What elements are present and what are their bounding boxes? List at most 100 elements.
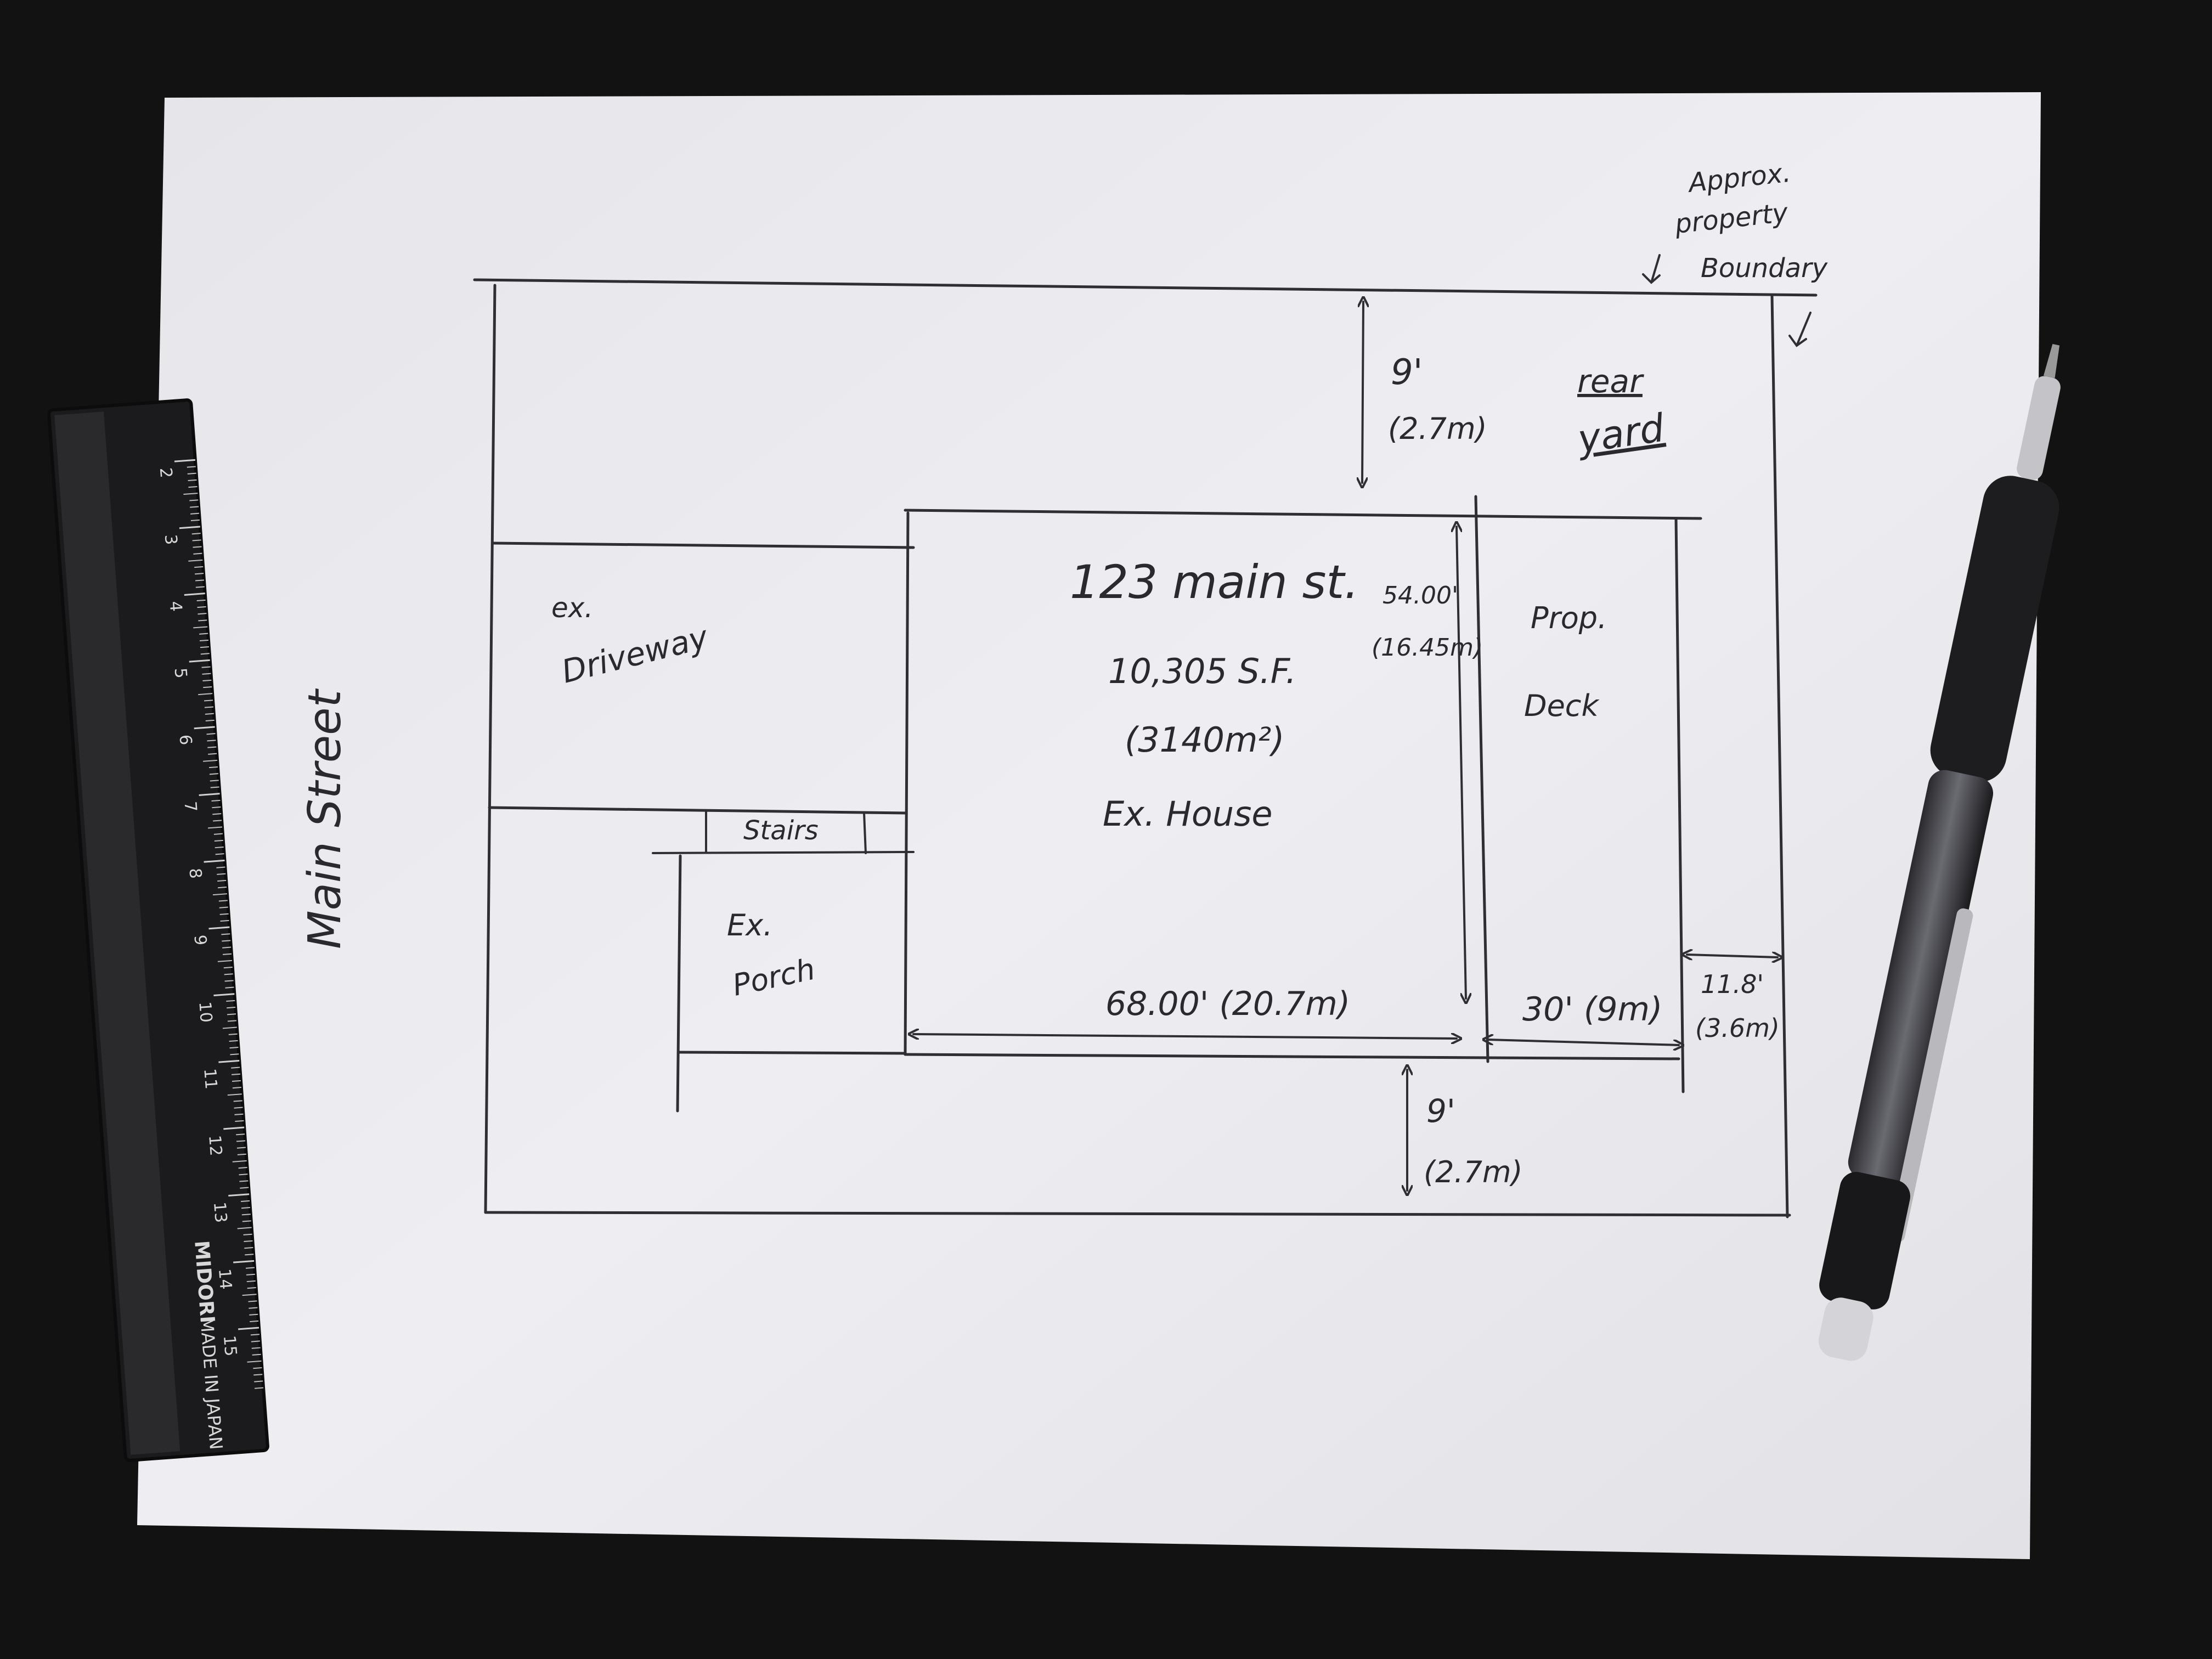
ruler-minor-tick bbox=[222, 946, 232, 949]
ruler-minor-tick bbox=[208, 826, 223, 829]
ruler-tick-label: 9 bbox=[190, 934, 210, 946]
ruler-minor-tick bbox=[216, 866, 225, 868]
ruler-minor-tick bbox=[241, 1207, 251, 1209]
ruler-minor-tick bbox=[217, 960, 232, 962]
pen-clip bbox=[1888, 908, 1973, 1243]
ruler-minor-tick bbox=[191, 533, 201, 535]
house-width-arrow bbox=[913, 1034, 1457, 1039]
ruler-major-tick bbox=[204, 859, 225, 863]
ruler-minor-tick bbox=[246, 1280, 256, 1283]
rear-setback-arrow bbox=[1362, 302, 1363, 483]
ruler-minor-tick bbox=[242, 1294, 257, 1296]
ruler-major-tick bbox=[194, 726, 215, 730]
ruler-tick-label: 2 bbox=[156, 467, 176, 479]
porch-label-1: Ex. bbox=[727, 908, 772, 943]
ruler-grip bbox=[54, 411, 180, 1455]
ruler-minor-tick bbox=[198, 613, 207, 615]
ruler-tick-label: 7 bbox=[180, 800, 200, 812]
deck-label-2: Deck bbox=[1524, 689, 1600, 723]
ruler-major-tick bbox=[174, 459, 195, 462]
ruler-minor-tick bbox=[200, 653, 210, 655]
ruler-minor-tick bbox=[222, 953, 232, 955]
ruler-minor-tick bbox=[239, 1173, 248, 1176]
ruler-minor-tick bbox=[188, 559, 203, 562]
ruler-minor-tick bbox=[232, 1087, 241, 1089]
ruler-minor-tick bbox=[204, 706, 214, 708]
ruler-minor-tick bbox=[199, 639, 209, 642]
ruler-tick-label: 5 bbox=[171, 667, 190, 679]
pen-barrel bbox=[1848, 770, 1994, 1186]
ruler-minor-tick bbox=[243, 1233, 252, 1235]
ruler-minor-tick bbox=[246, 1273, 255, 1276]
area-m2-label: (3140m²) bbox=[1125, 720, 1284, 760]
pen-tip bbox=[2043, 343, 2060, 379]
rear-setback-ft: 9' bbox=[1391, 352, 1423, 393]
porch bbox=[676, 854, 907, 1113]
ruler-minor-tick bbox=[244, 1240, 253, 1243]
ruler-tick-label: 13 bbox=[210, 1201, 230, 1223]
house-depth-arrow bbox=[1457, 527, 1466, 998]
side-setback-arrow bbox=[1687, 955, 1778, 957]
ruler-major-tick bbox=[179, 526, 200, 529]
ruler-minor-tick bbox=[238, 1167, 247, 1169]
area-sf-label: 10,305 S.F. bbox=[1108, 651, 1296, 691]
side-setback-ft: 11.8' bbox=[1701, 969, 1764, 999]
ruler-major-tick bbox=[238, 1327, 259, 1330]
ruler-minor-tick bbox=[237, 1227, 252, 1229]
ruler-tick-label: 6 bbox=[176, 734, 195, 746]
ruler-tick-label: 14 bbox=[215, 1268, 235, 1290]
ruler-minor-tick bbox=[229, 1047, 239, 1049]
ruler-minor-tick bbox=[211, 799, 221, 802]
front-setback-ft: 9' bbox=[1426, 1092, 1455, 1130]
ruler-minor-tick bbox=[210, 786, 219, 788]
deck-width-arrow bbox=[1488, 1040, 1679, 1045]
ruler-minor-tick bbox=[219, 906, 228, 909]
street-label: Main Street bbox=[299, 688, 351, 949]
ruler-minor-tick bbox=[234, 1113, 244, 1115]
ruler-minor-tick bbox=[214, 839, 223, 842]
house-label: Ex. House bbox=[1103, 794, 1273, 834]
boundary-pointer-left bbox=[1642, 254, 1661, 284]
driveway-label-1: ex. bbox=[551, 592, 593, 624]
ruler-major-tick bbox=[199, 793, 220, 796]
ruler-major-tick bbox=[223, 1126, 245, 1130]
ruler-minor-tick bbox=[222, 940, 231, 942]
ruler-minor-tick bbox=[218, 900, 228, 902]
ruler-tick-label: 11 bbox=[200, 1068, 221, 1090]
ruler-major-tick bbox=[184, 592, 205, 596]
ruler-major-tick bbox=[208, 926, 230, 930]
proposed-deck bbox=[1474, 495, 1685, 1093]
pen-grip bbox=[1930, 476, 2059, 782]
ruler-minor-tick bbox=[232, 1160, 247, 1163]
ruler-major-tick bbox=[228, 1193, 250, 1197]
ruler-tick-label: 15 bbox=[219, 1335, 240, 1357]
ruler-minor-tick bbox=[210, 780, 219, 782]
ruler-minor-tick bbox=[212, 893, 228, 896]
front-setback-m: (2.7m) bbox=[1424, 1155, 1523, 1189]
ruler-minor-tick bbox=[249, 1313, 258, 1316]
ruler-minor-tick bbox=[187, 466, 196, 468]
ruler-minor-tick bbox=[183, 493, 198, 495]
ruler-minor-tick bbox=[213, 820, 222, 822]
ruler-minor-tick bbox=[206, 733, 216, 735]
ruler-minor-tick bbox=[237, 1153, 246, 1155]
ruler-minor-tick bbox=[236, 1133, 245, 1136]
pen-cone bbox=[2017, 376, 2061, 480]
ruler-minor-tick bbox=[190, 506, 199, 508]
ruler-minor-tick bbox=[195, 586, 205, 588]
ruler-minor-tick bbox=[187, 472, 196, 475]
ruler-tick-label: 4 bbox=[166, 600, 185, 612]
deck-label-1: Prop. bbox=[1531, 601, 1607, 635]
pen bbox=[1818, 343, 2061, 1361]
ruler-minor-tick bbox=[202, 679, 212, 682]
ruler-tick-label: 8 bbox=[185, 867, 205, 879]
ruler-tick-label: 3 bbox=[161, 534, 180, 546]
boundary-pointer-right bbox=[1788, 312, 1812, 347]
address-label: 123 main st. bbox=[1070, 555, 1359, 609]
ruler-minor-tick bbox=[193, 626, 208, 629]
ruler-minor-tick bbox=[222, 1026, 237, 1029]
ruler-major-tick bbox=[213, 993, 235, 996]
